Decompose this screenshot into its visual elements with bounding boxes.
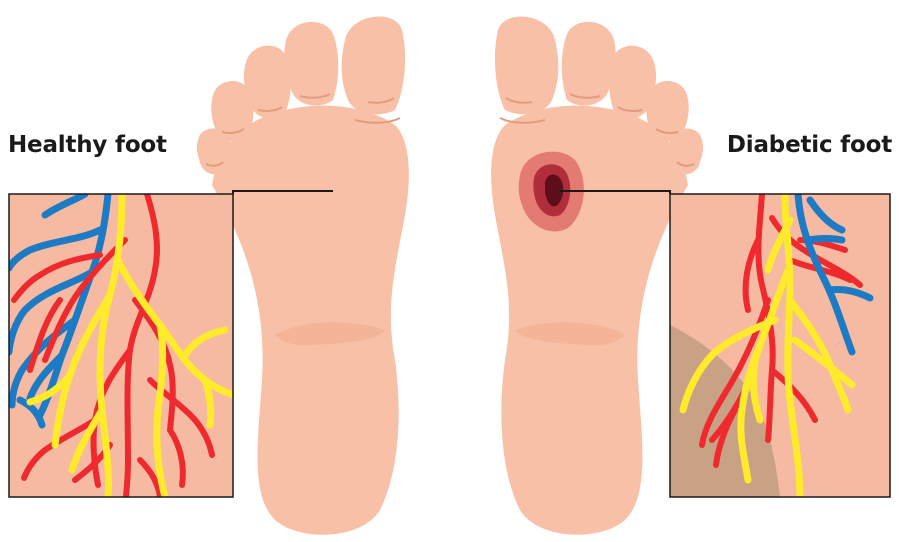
diabetic-vessels-panel <box>670 194 890 497</box>
healthy-vessels-panel <box>9 194 233 497</box>
